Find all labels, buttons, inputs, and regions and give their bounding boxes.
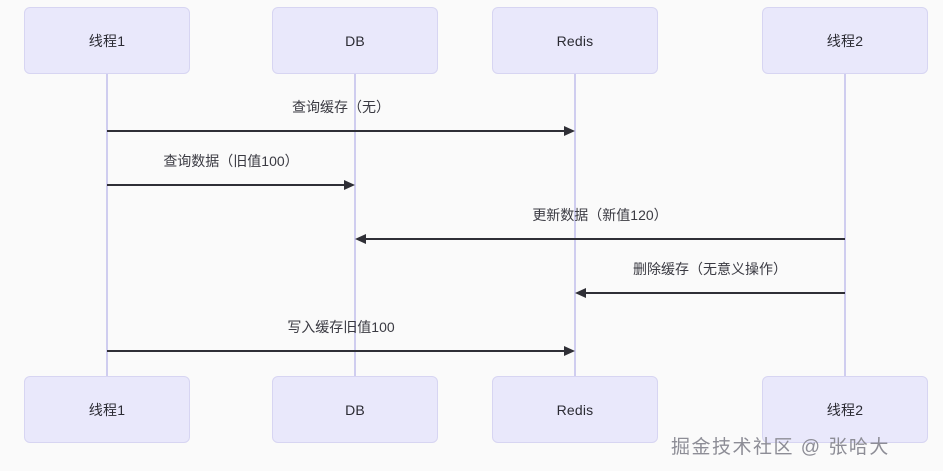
arrow-head-right-1 — [564, 125, 575, 136]
participant-label-redis-bottom: Redis — [556, 401, 594, 418]
participant-label-redis-top: Redis — [556, 32, 594, 49]
arrow-head-left-3 — [355, 233, 366, 244]
participant-box-thread1-bottom[interactable]: 线程1 — [24, 376, 190, 443]
participant-box-thread2-top[interactable]: 线程2 — [762, 7, 928, 74]
participant-label-thread2-top: 线程2 — [826, 32, 864, 49]
message-line-5 — [107, 350, 566, 352]
participant-box-redis-top[interactable]: Redis — [492, 7, 658, 74]
arrow-head-right-2 — [344, 179, 355, 190]
message-line-2 — [107, 184, 346, 186]
message-line-1 — [107, 130, 566, 132]
message-label-5: 写入缓存旧值100 — [287, 319, 395, 335]
message-label-1: 查询缓存（无） — [292, 99, 390, 115]
participant-label-thread1-bottom: 线程1 — [88, 401, 126, 418]
participant-label-thread1-top: 线程1 — [88, 32, 126, 49]
message-line-3 — [366, 238, 845, 240]
participant-box-thread1-top[interactable]: 线程1 — [24, 7, 190, 74]
participant-box-thread2-bottom[interactable]: 线程2 — [762, 376, 928, 443]
lifeline-redis — [574, 74, 576, 376]
message-line-4 — [586, 292, 845, 294]
lifeline-thread1 — [106, 74, 108, 376]
participant-label-thread2-bottom: 线程2 — [826, 401, 864, 418]
arrow-head-left-4 — [575, 287, 586, 298]
lifeline-db — [354, 74, 356, 376]
message-label-3: 更新数据（新值120） — [532, 207, 668, 223]
participant-label-db-top: DB — [345, 32, 365, 49]
participant-box-db-top[interactable]: DB — [272, 7, 438, 74]
arrow-head-right-5 — [564, 345, 575, 356]
participant-box-db-bottom[interactable]: DB — [272, 376, 438, 443]
participant-box-redis-bottom[interactable]: Redis — [492, 376, 658, 443]
message-label-4: 删除缓存（无意义操作） — [633, 261, 787, 277]
participant-label-db-bottom: DB — [345, 401, 365, 418]
lifeline-thread2 — [844, 74, 846, 376]
watermark: 掘金技术社区 @ 张哈大 — [671, 437, 890, 458]
message-label-2: 查询数据（旧值100） — [163, 153, 299, 169]
